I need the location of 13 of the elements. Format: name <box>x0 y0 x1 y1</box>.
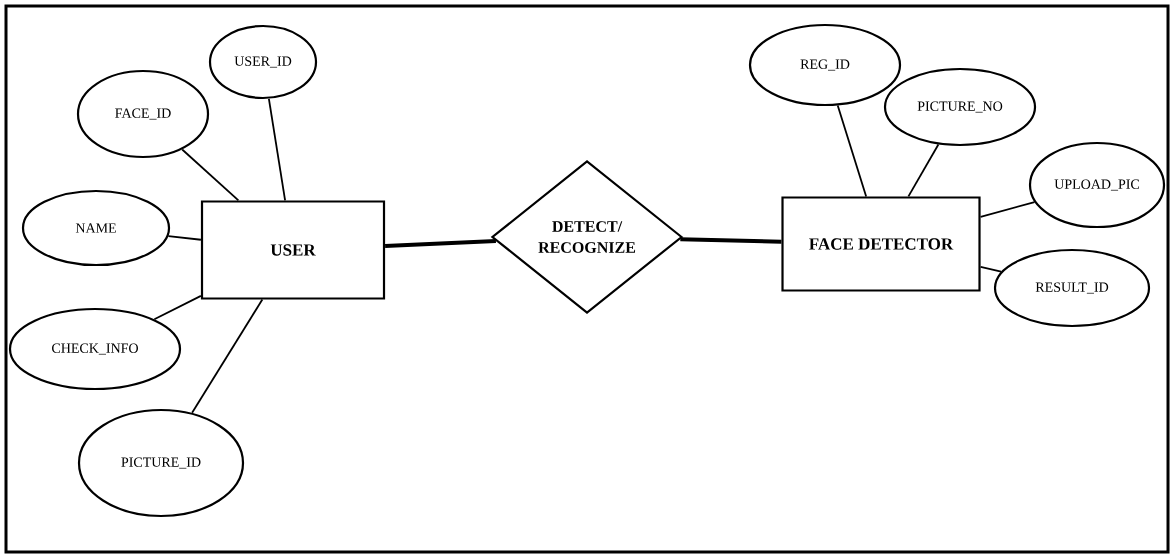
connector-line <box>268 97 286 202</box>
connector-line <box>979 201 1036 218</box>
connector-line <box>167 235 202 241</box>
connector-line <box>836 104 868 198</box>
connector-line <box>680 237 782 244</box>
connector-line <box>979 266 1002 273</box>
connector-line <box>191 298 264 414</box>
connector-line <box>181 148 240 202</box>
connector-line <box>153 295 202 321</box>
entity-box: FACE DETECTOR <box>781 196 981 292</box>
connector-line <box>385 239 496 248</box>
entity-box: USER <box>200 200 386 300</box>
connector-line <box>907 143 940 198</box>
